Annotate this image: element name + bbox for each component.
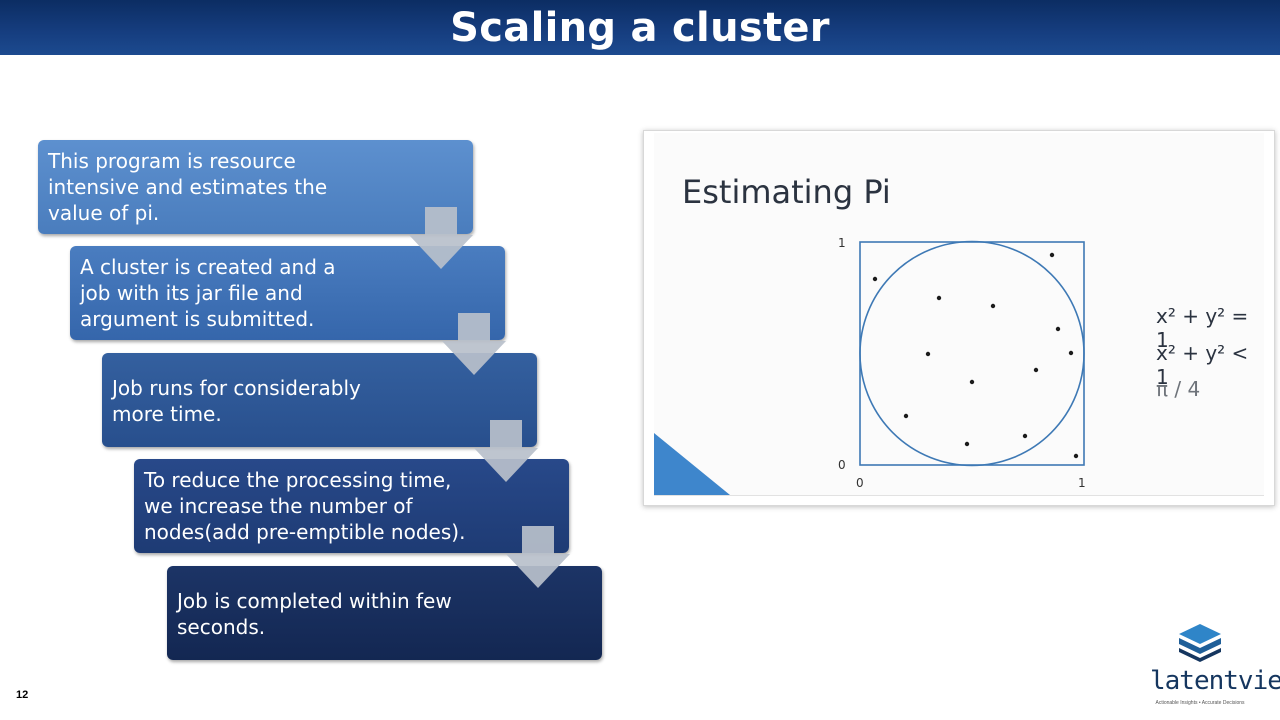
step-box-3: Job runs for considerably more time.: [102, 353, 537, 447]
page-number: 12: [16, 689, 29, 701]
step-text-1: This program is resource intensive and e…: [48, 149, 328, 225]
down-arrow-icon: [506, 526, 570, 588]
unit-square-diagram: 1 0 0 1: [838, 236, 1086, 490]
unit-square: [859, 241, 1085, 466]
logo-emblem-icon: [1179, 624, 1221, 662]
equation-inside: x² + y² < 1: [1156, 341, 1249, 389]
down-arrow-icon: [474, 420, 538, 482]
logo-tagline: Actionable Insights • Accurate Decisions: [1155, 700, 1245, 706]
equation-ratio: π / 4: [1156, 377, 1201, 401]
step-box-5: Job is completed within few seconds.: [167, 566, 602, 660]
step-text-3: Job runs for considerably more time.: [112, 376, 361, 426]
x-axis-left-label: 0: [856, 476, 864, 490]
step-box-2: A cluster is created and a job with its …: [70, 246, 505, 340]
slide-title: Scaling a cluster: [450, 4, 830, 51]
y-axis-bottom-label: 0: [838, 458, 846, 472]
pi-figure-title: Estimating Pi: [682, 173, 891, 211]
estimating-pi-slide: Estimating Pi 1 0 0 1: [654, 133, 1264, 496]
step-text-2: A cluster is created and a job with its …: [80, 255, 336, 331]
latentview-logo: latentview Actionable Insights • Accurat…: [1140, 622, 1280, 714]
step-text-5: Job is completed within few seconds.: [177, 589, 452, 639]
down-arrow-icon: [442, 313, 506, 375]
unit-circle: [859, 240, 1085, 467]
corner-triangle-decoration: [654, 433, 730, 495]
y-axis-top-label: 1: [838, 236, 846, 250]
step-text-4: To reduce the processing time, we increa…: [144, 468, 466, 544]
step-box-4: To reduce the processing time, we increa…: [134, 459, 569, 553]
x-axis-right-label: 1: [1078, 476, 1086, 490]
estimating-pi-image: Estimating Pi 1 0 0 1: [643, 130, 1275, 506]
title-bar: Scaling a cluster: [0, 0, 1280, 55]
down-arrow-icon: [409, 207, 473, 269]
step-box-1: This program is resource intensive and e…: [38, 140, 473, 234]
equation-circle: x² + y² = 1: [1156, 304, 1249, 352]
logo-wordmark: latentview: [1150, 666, 1280, 696]
sample-points: [872, 252, 1079, 459]
